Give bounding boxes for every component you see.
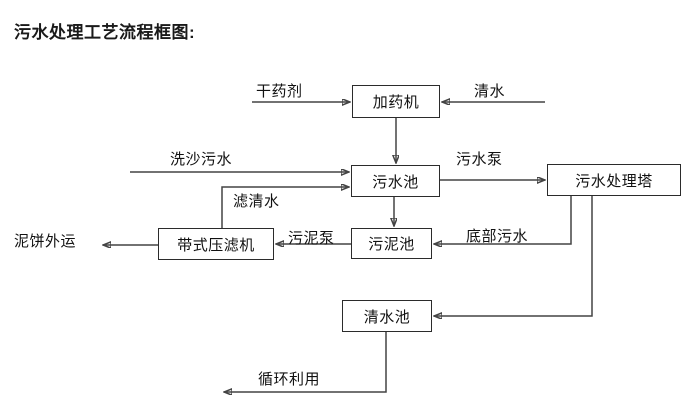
label-sludge-pump: 污泥泵: [288, 230, 335, 247]
label-mud-cake-transport: 泥饼外运: [14, 233, 77, 250]
label-clean-water-in: 清水: [474, 83, 506, 100]
label-dry-reagent: 干药剂: [256, 83, 303, 100]
label-recycle-use: 循环利用: [258, 371, 321, 388]
label-sand-wash-sewage: 洗沙污水: [170, 151, 233, 168]
node-belt-filter-press[interactable]: 带式压滤机: [158, 228, 274, 260]
edge-tower-to-clear-water-pool: [434, 196, 593, 316]
label-sewage-pump: 污水泵: [456, 151, 503, 168]
node-sewage-pool[interactable]: 污水池: [351, 165, 440, 197]
page-title: 污水处理工艺流程框图:: [14, 23, 196, 42]
node-treatment-tower[interactable]: 污水处理塔: [547, 164, 681, 196]
node-dosing-machine[interactable]: 加药机: [352, 85, 440, 118]
label-bottom-sewage: 底部污水: [466, 228, 529, 245]
node-clear-water-pool[interactable]: 清水池: [342, 300, 432, 332]
label-filtered-water: 滤清水: [233, 193, 280, 210]
node-sludge-pool[interactable]: 污泥池: [351, 228, 432, 259]
